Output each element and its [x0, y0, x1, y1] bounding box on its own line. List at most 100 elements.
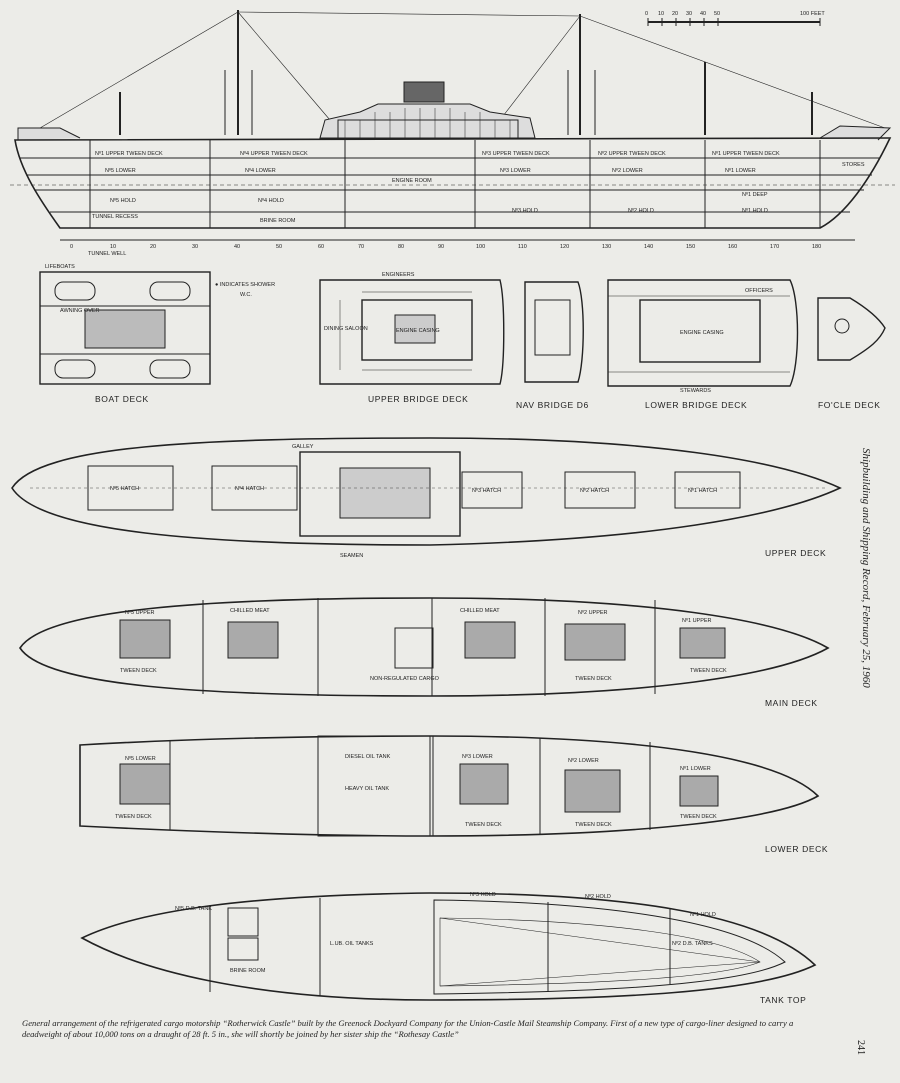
deck-label: Nº3 HOLD: [470, 891, 496, 898]
lower-bridge-deck-plan: [607, 279, 799, 387]
plan-label: ENGINE CASING: [396, 328, 440, 334]
profile-misc-label: STORES: [842, 162, 865, 168]
deck-name-lower: LOWER DECK: [765, 844, 828, 854]
deck-label: TWEEN DECK: [575, 822, 612, 828]
small-plan-labels: ● INDICATES SHOWER W.C. LIFEBOATS AWNING…: [45, 264, 881, 410]
profile-lower-label: Nº2 LOWER: [612, 167, 643, 174]
profile-hold-label: ENGINE ROOM: [392, 178, 432, 184]
deck-label: Nº1 HOLD: [690, 911, 716, 918]
profile-misc-label: TUNNEL WELL: [88, 251, 126, 257]
deck-label: Nº2 LOWER: [568, 757, 599, 764]
upper-deck-labels: Nº5 HATCH Nº4 HATCH GALLEY Nº3 HATCH Nº2…: [110, 444, 826, 559]
deck-label: TWEEN DECK: [575, 676, 612, 682]
frame-numbers: 0 10 20 30 40 50 60 70 80 90 100 110 120…: [70, 244, 821, 250]
deck-label: DIESEL OIL TANK: [345, 754, 391, 760]
deck-label: L.UB. OIL TANKS: [330, 941, 374, 947]
deck-label: TWEEN DECK: [120, 668, 157, 674]
plan-label: LIFEBOATS: [45, 264, 75, 270]
plan-name-boat-deck: BOAT DECK: [95, 394, 149, 404]
profile-hold-label: Nº5 HOLD: [110, 197, 136, 204]
deck-label: NON-REGULATED CARGO: [370, 676, 440, 682]
deck-name-tank-top: TANK TOP: [760, 995, 806, 1005]
deck-label: GALLEY: [292, 444, 314, 450]
profile-misc-label: BRINE ROOM: [260, 218, 296, 224]
scale-tick: 0: [645, 11, 648, 17]
deck-label: Nº5 LOWER: [125, 755, 156, 762]
boat-deck-plan: [39, 271, 211, 385]
deck-name-upper: UPPER DECK: [765, 548, 826, 558]
deck-label: BRINE ROOM: [230, 968, 266, 974]
deck-label: Nº2 UPPER: [578, 609, 608, 616]
figure-caption: General arrangement of the refrigerated …: [22, 1018, 794, 1039]
deck-label: TWEEN DECK: [690, 668, 727, 674]
profile-labels: Nº1 UPPER TWEEN DECK Nº4 UPPER TWEEN DEC…: [70, 150, 865, 257]
deck-label: Nº5 UPPER: [125, 609, 155, 616]
frame-number: 120: [560, 244, 569, 250]
ship-profile: [10, 10, 895, 241]
frame-number: 30: [192, 244, 198, 250]
tank-top-plan: [80, 892, 817, 1001]
scale-end-label: 100 FEET: [800, 11, 825, 17]
deck-label: Nº4 HATCH: [235, 485, 264, 492]
frame-number: 80: [398, 244, 404, 250]
main-deck-labels: Nº5 UPPER CHILLED MEAT CHILLED MEAT Nº2 …: [120, 608, 818, 708]
frame-number: 130: [602, 244, 611, 250]
profile-lower-label: Nº4 LOWER: [245, 167, 276, 174]
frame-number: 150: [686, 244, 695, 250]
plan-name-lower-bridge-deck: LOWER BRIDGE DECK: [645, 400, 747, 410]
profile-lower-label: Nº3 LOWER: [500, 167, 531, 174]
frame-number: 100: [476, 244, 485, 250]
deck-label: CHILLED MEAT: [230, 608, 270, 614]
plan-name-focsle-deck: FO'CLE DECK: [818, 400, 881, 410]
deck-label: Nº2 HATCH: [580, 487, 609, 494]
profile-lower-label: Nº5 LOWER: [105, 167, 136, 174]
plan-label: OFFICERS: [745, 288, 773, 294]
nav-bridge-deck-plan: [524, 281, 584, 383]
deck-label: Nº1 UPPER: [682, 617, 712, 624]
deck-label: CHILLED MEAT: [460, 608, 500, 614]
plan-label: ENGINE CASING: [680, 330, 724, 336]
profile-deck-label: Nº1 UPPER TWEEN DECK: [95, 150, 163, 157]
scale-tick: 50: [714, 11, 720, 17]
frame-number: 20: [150, 244, 156, 250]
plan-label: AWNING OVER: [60, 308, 100, 314]
plan-name-upper-bridge-deck: UPPER BRIDGE DECK: [368, 394, 468, 404]
scale-tick: 20: [672, 11, 678, 17]
profile-lower-label: Nº1 LOWER: [725, 167, 756, 174]
profile-misc-label: Nº1 DEEP: [742, 191, 768, 198]
profile-deck-label: Nº2 UPPER TWEEN DECK: [598, 150, 666, 157]
deck-name-main: MAIN DECK: [765, 698, 818, 708]
frame-number: 90: [438, 244, 444, 250]
legend-wc: W.C.: [240, 292, 252, 298]
legend-shower: ● INDICATES SHOWER: [215, 282, 275, 288]
scale-tick: 30: [686, 11, 692, 17]
profile-deck-label: Nº4 UPPER TWEEN DECK: [240, 150, 308, 157]
deck-label: Nº3 LOWER: [462, 753, 493, 760]
scale-bar: [647, 18, 821, 26]
frame-number: 170: [770, 244, 779, 250]
frame-number: 60: [318, 244, 324, 250]
profile-hold-label: Nº3 HOLD: [512, 207, 538, 214]
upper-deck-plan: [11, 437, 842, 546]
frame-number: 110: [518, 244, 527, 250]
frame-number: 10: [110, 244, 116, 250]
frame-number: 0: [70, 244, 73, 250]
frame-number: 40: [234, 244, 240, 250]
profile-deck-label: Nº1 UPPER TWEEN DECK: [712, 150, 780, 157]
plan-label: DINING SALOON: [324, 326, 368, 332]
deck-label: Nº1 HATCH: [688, 487, 717, 494]
plan-label: ENGINEERS: [382, 272, 415, 278]
frame-number: 70: [358, 244, 364, 250]
tank-top-labels: Nº5 D.B. TANK BRINE ROOM L.UB. OIL TANKS…: [175, 891, 806, 1005]
profile-deck-label: Nº3 UPPER TWEEN DECK: [482, 150, 550, 157]
deck-label: Nº2 HOLD: [585, 893, 611, 900]
deck-label: Nº1 LOWER: [680, 765, 711, 772]
profile-misc-label: TUNNEL RECESS: [92, 214, 138, 220]
lower-deck-labels: Nº5 LOWER DIESEL OIL TANK HEAVY OIL TANK…: [115, 753, 828, 854]
plan-label: STEWARDS: [680, 388, 711, 394]
profile-hold-label: Nº1 HOLD: [742, 207, 768, 214]
scale-tick: 40: [700, 11, 706, 17]
upper-bridge-deck-plan: [319, 279, 505, 385]
